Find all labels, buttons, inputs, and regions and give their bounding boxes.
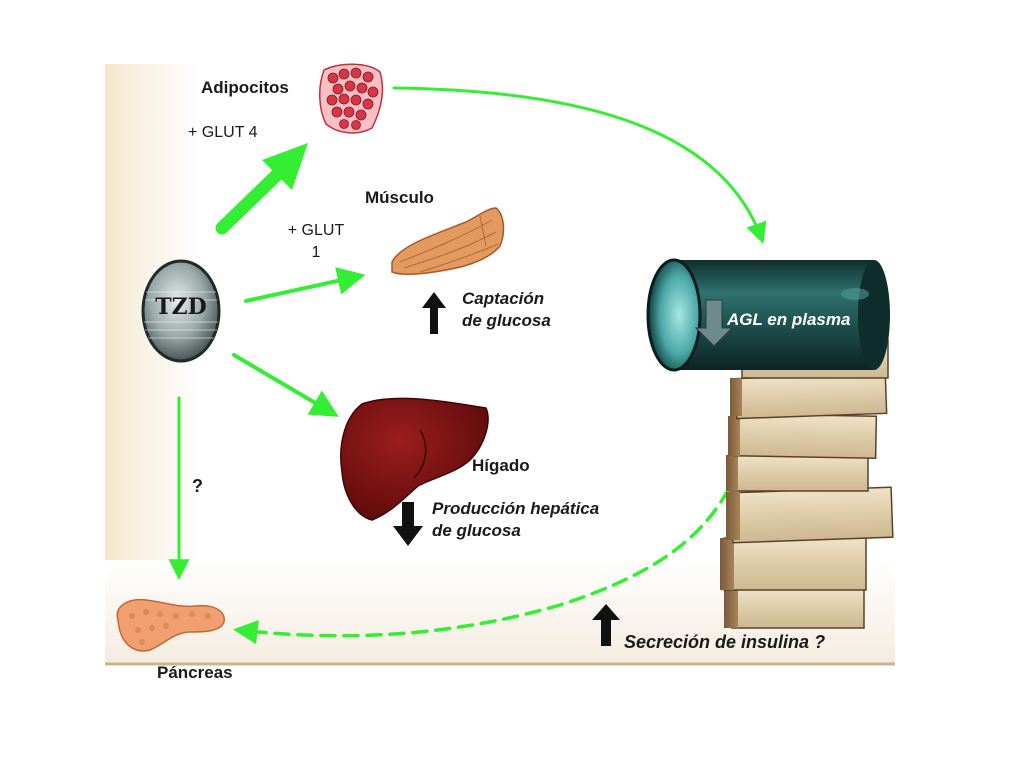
secrecion-label: Secreción de insulina ? bbox=[624, 632, 826, 652]
secrecion-up-arrow-icon bbox=[592, 604, 620, 646]
musculo-label: Músculo bbox=[365, 188, 434, 207]
agl-down-arrow-icon bbox=[694, 299, 734, 347]
liver-icon bbox=[340, 397, 489, 521]
tzd-label: TZD bbox=[155, 294, 207, 320]
captacion-label: Captación de glucosa bbox=[462, 288, 602, 332]
arrow-to-liver bbox=[232, 353, 339, 417]
captacion-up-arrow-icon bbox=[422, 292, 446, 334]
captacion-line2: de glucosa bbox=[462, 311, 551, 330]
produccion-down-arrow-icon bbox=[393, 502, 423, 546]
arrow-to-adipocytes bbox=[215, 163, 289, 235]
adipocitos-label: Adipocitos bbox=[201, 78, 289, 97]
produccion-label: Producción hepática de glucosa bbox=[432, 498, 652, 542]
glut4-label: + GLUT 4 bbox=[188, 124, 258, 141]
pancreas-label: Páncreas bbox=[157, 663, 233, 682]
plasma-cylinder-icon bbox=[646, 258, 890, 372]
adipocyte-cluster-icon bbox=[319, 63, 384, 134]
higado-label: Hígado bbox=[472, 456, 530, 475]
agl-label: AGL en plasma bbox=[727, 310, 851, 329]
tzd-disc bbox=[141, 259, 221, 363]
produccion-line1: Producción hepática bbox=[432, 499, 600, 518]
produccion-line2: de glucosa bbox=[432, 521, 521, 540]
question-mark-label: ? bbox=[192, 476, 203, 496]
arrow-to-muscle bbox=[244, 267, 366, 303]
glut1-line1: + GLUT bbox=[287, 222, 345, 239]
glut1-line2: 1 bbox=[311, 244, 321, 261]
arrow-adipocytes-to-plasma bbox=[392, 86, 767, 244]
captacion-line1: Captación bbox=[462, 289, 545, 308]
pancreas-icon bbox=[116, 598, 225, 652]
glut1-label: + GLUT 1 bbox=[280, 220, 352, 264]
arrow-to-adipocytes-head bbox=[262, 143, 308, 190]
muscle-tissue-icon bbox=[391, 207, 505, 275]
